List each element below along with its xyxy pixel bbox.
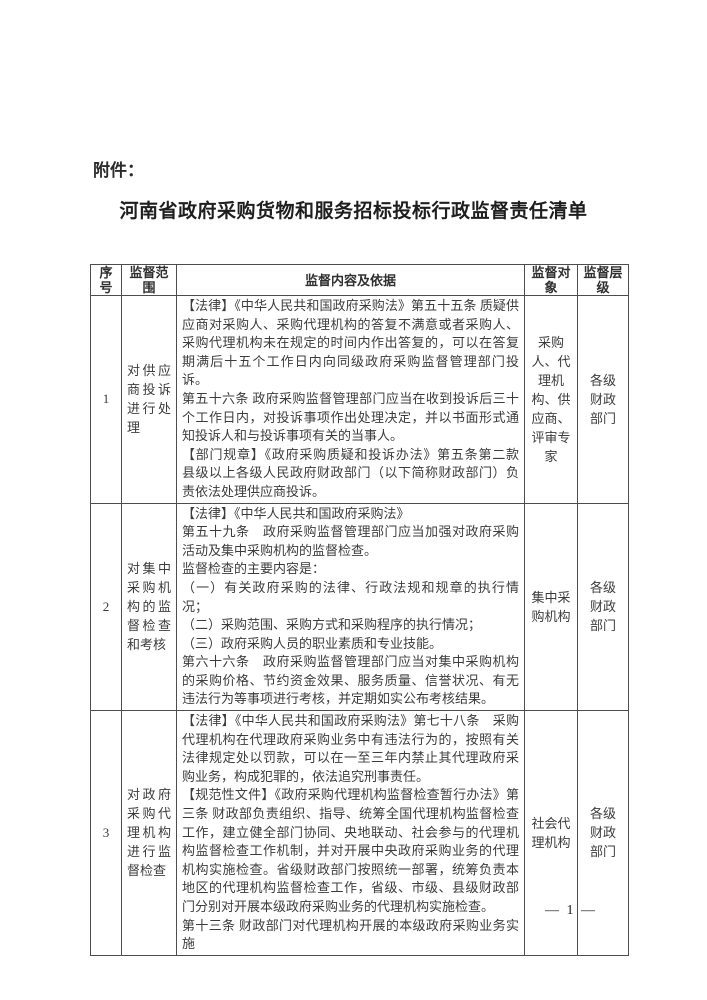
cell-level: 各级财政部门: [577, 295, 629, 504]
col-header-number: 序号: [90, 264, 122, 296]
col-header-object: 监督对象: [524, 264, 578, 296]
col-header-level: 监督层级: [577, 264, 629, 296]
page-title: 河南省政府采购货物和服务招标投标行政监督责任清单: [119, 201, 588, 222]
table-row: 3 对政府采购代理机构进行监督检查 【法律】《中华人民共和国政府采购法》第七十八…: [90, 710, 629, 956]
page-number: — 1 —: [545, 903, 597, 918]
cell-object: 社会代理机构: [524, 710, 578, 956]
cell-scope: 对集中采购机构的监督检查和考核: [121, 502, 177, 712]
cell-scope: 对供应商投诉进行处理: [121, 295, 177, 504]
cell-content: 【法律】《中华人民共和国政府采购法》第七十八条 采购代理机构在代理政府采购业务中…: [176, 710, 525, 956]
cell-object: 采购人、代理机构、供应商、评审专家: [524, 295, 578, 504]
responsibility-table: 序号 监督范围 监督内容及依据 监督对象 监督层级 1 对供应商投诉进行处理 【…: [90, 264, 629, 956]
attachment-label: 附件：: [93, 161, 144, 180]
cell-scope: 对政府采购代理机构进行监督检查: [121, 710, 177, 956]
col-header-content: 监督内容及依据: [176, 264, 525, 296]
cell-number: 2: [90, 502, 122, 712]
cell-number: 3: [90, 710, 122, 956]
cell-number: 1: [90, 295, 122, 504]
cell-level: 各级财政部门: [577, 710, 629, 956]
table-header-row: 序号 监督范围 监督内容及依据 监督对象 监督层级: [90, 264, 629, 296]
table-row: 1 对供应商投诉进行处理 【法律】《中华人民共和国政府采购法》第五十五条 质疑供…: [90, 295, 629, 504]
cell-object: 集中采购机构: [524, 502, 578, 712]
table-row: 2 对集中采购机构的监督检查和考核 【法律】《中华人民共和国政府采购法》第五十九…: [90, 502, 629, 712]
cell-content: 【法律】《中华人民共和国政府采购法》第五十五条 质疑供应商对采购人、采购代理机构…: [176, 295, 525, 504]
col-header-scope: 监督范围: [121, 264, 177, 296]
cell-content: 【法律】《中华人民共和国政府采购法》第五十九条 政府采购监督管理部门应当加强对政…: [176, 502, 525, 712]
cell-level: 各级财政部门: [577, 502, 629, 712]
